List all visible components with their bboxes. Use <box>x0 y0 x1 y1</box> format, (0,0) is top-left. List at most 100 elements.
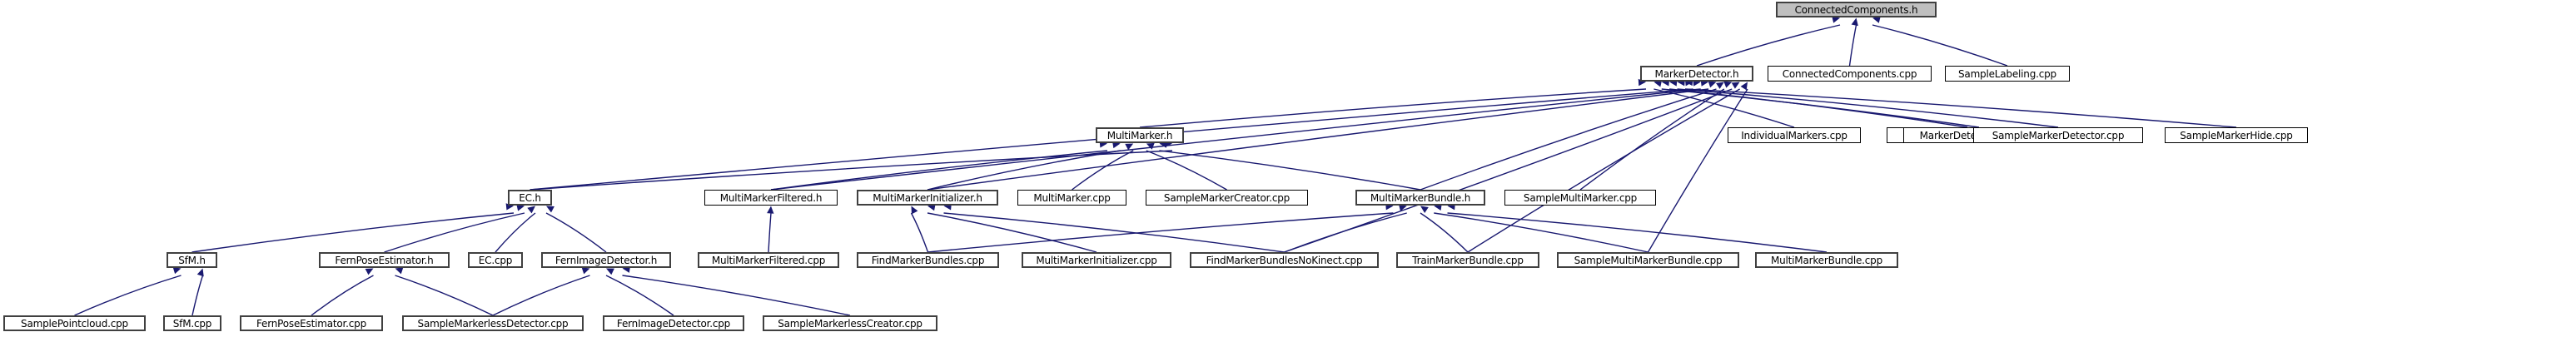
graph-node-ec-cpp[interactable]: EC.cpp <box>468 252 523 268</box>
graph-node-label: SfM.h <box>178 254 206 266</box>
graph-node-multimarkerfiltered-cpp[interactable]: MultiMarkerFiltered.cpp <box>698 252 839 268</box>
graph-edge <box>1467 82 1740 253</box>
graph-edge <box>1654 80 1795 128</box>
graph-edge <box>545 206 607 253</box>
graph-edge <box>1139 78 1647 128</box>
graph-node-label: SampleMarkerCreator.cpp <box>1163 191 1290 204</box>
graph-node-sfm-cpp[interactable]: SfM.cpp <box>163 315 221 331</box>
graph-edge <box>622 265 851 316</box>
graph-node-multimarkerfiltered-h[interactable]: MultiMarkerFiltered.h <box>704 190 838 206</box>
graph-node-samplemarkerhide-cpp[interactable]: SampleMarkerHide.cpp <box>2165 127 2308 143</box>
graph-node-label: ConnectedComponents.h <box>1794 3 1918 16</box>
graph-node-label: MultiMarkerBundle.cpp <box>1770 254 1883 266</box>
graph-edge <box>1159 141 1421 191</box>
graph-edge-arrowhead <box>1740 82 1748 91</box>
graph-edge-arrowhead <box>1716 82 1724 89</box>
graph-node-ec-h[interactable]: EC.h <box>508 190 552 206</box>
graph-edge-arrowhead <box>581 267 590 275</box>
graph-node-label: SampleLabeling.cpp <box>1958 67 2056 80</box>
graph-edge <box>1072 143 1134 191</box>
graph-edge-arrowhead <box>365 268 374 275</box>
graph-edge <box>943 203 1285 253</box>
graph-edge <box>1669 79 1968 128</box>
graph-edge <box>74 267 182 316</box>
graph-node-label: FindMarkerBundlesNoKinect.cpp <box>1206 254 1363 266</box>
graph-node-label: SamplePointcloud.cpp <box>21 317 128 330</box>
graph-node-findmarkerbundlesnokinect-cpp[interactable]: FindMarkerBundlesNoKinect.cpp <box>1190 252 1379 268</box>
graph-node-multimarkerbundle-h[interactable]: MultiMarkerBundle.h <box>1355 190 1485 206</box>
graph-node-findmarkerbundles-cpp[interactable]: FindMarkerBundles.cpp <box>857 252 999 268</box>
graph-node-label: SfM.cpp <box>172 317 212 330</box>
graph-node-individualmarkers-cpp[interactable]: IndividualMarkers.cpp <box>1728 127 1861 143</box>
graph-node-label: MultiMarkerInitializer.h <box>873 191 982 204</box>
graph-edge <box>395 267 494 316</box>
graph-edge <box>1661 79 1980 128</box>
graph-node-label: SampleMarkerDetector.cpp <box>1992 129 2125 141</box>
graph-node-label: SampleMultiMarkerBundle.cpp <box>1574 254 1723 266</box>
graph-node-multimarkerinitializer-h[interactable]: MultiMarkerInitializer.h <box>857 190 998 206</box>
graph-node-connectedcomponents-cpp[interactable]: ConnectedComponents.cpp <box>1768 66 1932 82</box>
graph-node-label: SampleMarkerlessDetector.cpp <box>417 317 569 330</box>
graph-edge <box>1848 17 1858 67</box>
graph-edge <box>1146 142 1227 191</box>
graph-edge <box>927 79 1709 191</box>
graph-node-connectedcomponents-h[interactable]: ConnectedComponents.h <box>1776 2 1937 17</box>
graph-node-samplelabeling-cpp[interactable]: SampleLabeling.cpp <box>1945 66 2070 82</box>
graph-edge <box>492 267 590 316</box>
graph-edge <box>910 206 929 253</box>
graph-edge <box>1420 81 1717 191</box>
graph-edge <box>191 268 204 316</box>
graph-node-trainmarkerbundle-cpp[interactable]: TrainMarkerBundle.cpp <box>1396 252 1539 268</box>
graph-edge-arrowhead <box>767 206 774 214</box>
graph-node-samplemarkerlesscreator-cpp[interactable]: SampleMarkerlessCreator.cpp <box>763 315 937 331</box>
graph-node-fernposeestimator-cpp[interactable]: FernPoseEstimator.cpp <box>240 315 383 331</box>
graph-node-fernposeestimator-h[interactable]: FernPoseEstimator.h <box>319 252 450 268</box>
graph-edge <box>1284 204 1407 253</box>
graph-edge <box>927 202 1394 253</box>
graph-node-fernimagedetector-h[interactable]: FernImageDetector.h <box>541 252 671 268</box>
graph-node-samplemarkerdetector-cpp[interactable]: SampleMarkerDetector.cpp <box>1973 127 2143 143</box>
graph-edge <box>770 141 1108 191</box>
graph-node-multimarker-h[interactable]: MultiMarker.h <box>1096 127 1184 143</box>
graph-node-markerdetector-h[interactable]: MarkerDetector.h <box>1640 66 1753 82</box>
graph-node-label: MultiMarkerInitializer.cpp <box>1036 254 1157 266</box>
graph-node-label: FernPoseEstimator.h <box>335 254 434 266</box>
graph-edge <box>767 206 774 253</box>
graph-node-sfm-h[interactable]: SfM.h <box>167 252 217 268</box>
graph-node-fernimagedetector-cpp[interactable]: FernImageDetector.cpp <box>603 315 744 331</box>
graph-node-label: EC.h <box>519 191 541 204</box>
graph-node-label: FernPoseEstimator.cpp <box>256 317 366 330</box>
graph-edge-arrowhead <box>527 206 535 214</box>
graph-node-samplemarkerlessdetector-cpp[interactable]: SampleMarkerlessDetector.cpp <box>402 315 584 331</box>
graph-edge <box>1677 79 2059 128</box>
graph-node-multimarkerinitializer-cpp[interactable]: MultiMarkerInitializer.cpp <box>1022 252 1171 268</box>
graph-node-samplepointcloud-cpp[interactable]: SamplePointcloud.cpp <box>3 315 146 331</box>
graph-edge <box>1872 16 2008 67</box>
graph-edge <box>384 204 525 253</box>
graph-edge-arrowhead <box>1708 81 1717 88</box>
graph-edge-arrowhead <box>196 268 204 277</box>
graph-edge-arrowhead <box>395 267 404 275</box>
graph-edge <box>1579 82 1725 191</box>
graph-edge <box>1420 206 1469 253</box>
graph-node-label: FernImageDetector.h <box>554 254 658 266</box>
graph-node-samplemarkercreator-cpp[interactable]: SampleMarkerCreator.cpp <box>1146 190 1308 206</box>
graph-edge <box>495 206 536 253</box>
graph-node-label: SampleMultiMarker.cpp <box>1523 191 1638 204</box>
graph-node-label: FernImageDetector.cpp <box>616 317 731 330</box>
graph-node-samplemultimarkerbundle-cpp[interactable]: SampleMultiMarkerBundle.cpp <box>1557 252 1739 268</box>
graph-node-samplemultimarker-cpp[interactable]: SampleMultiMarker.cpp <box>1504 190 1656 206</box>
graph-edge <box>770 79 1701 191</box>
graph-edge <box>191 203 515 253</box>
graph-edge <box>927 141 1121 191</box>
graph-node-multimarkerbundle-cpp[interactable]: MultiMarkerBundle.cpp <box>1755 252 1898 268</box>
graph-edge-arrowhead <box>1731 82 1740 89</box>
graph-node-label: IndividualMarkers.cpp <box>1741 129 1847 141</box>
graph-edge <box>1434 203 1649 253</box>
graph-edge-arrowhead <box>546 206 554 213</box>
graph-node-label: TrainMarkerBundle.cpp <box>1412 254 1524 266</box>
graph-node-label: MultiMarker.h <box>1106 129 1173 141</box>
graph-node-multimarker-cpp[interactable]: MultiMarker.cpp <box>1017 190 1126 206</box>
graph-node-label: MarkerDetector.h <box>1654 67 1739 80</box>
